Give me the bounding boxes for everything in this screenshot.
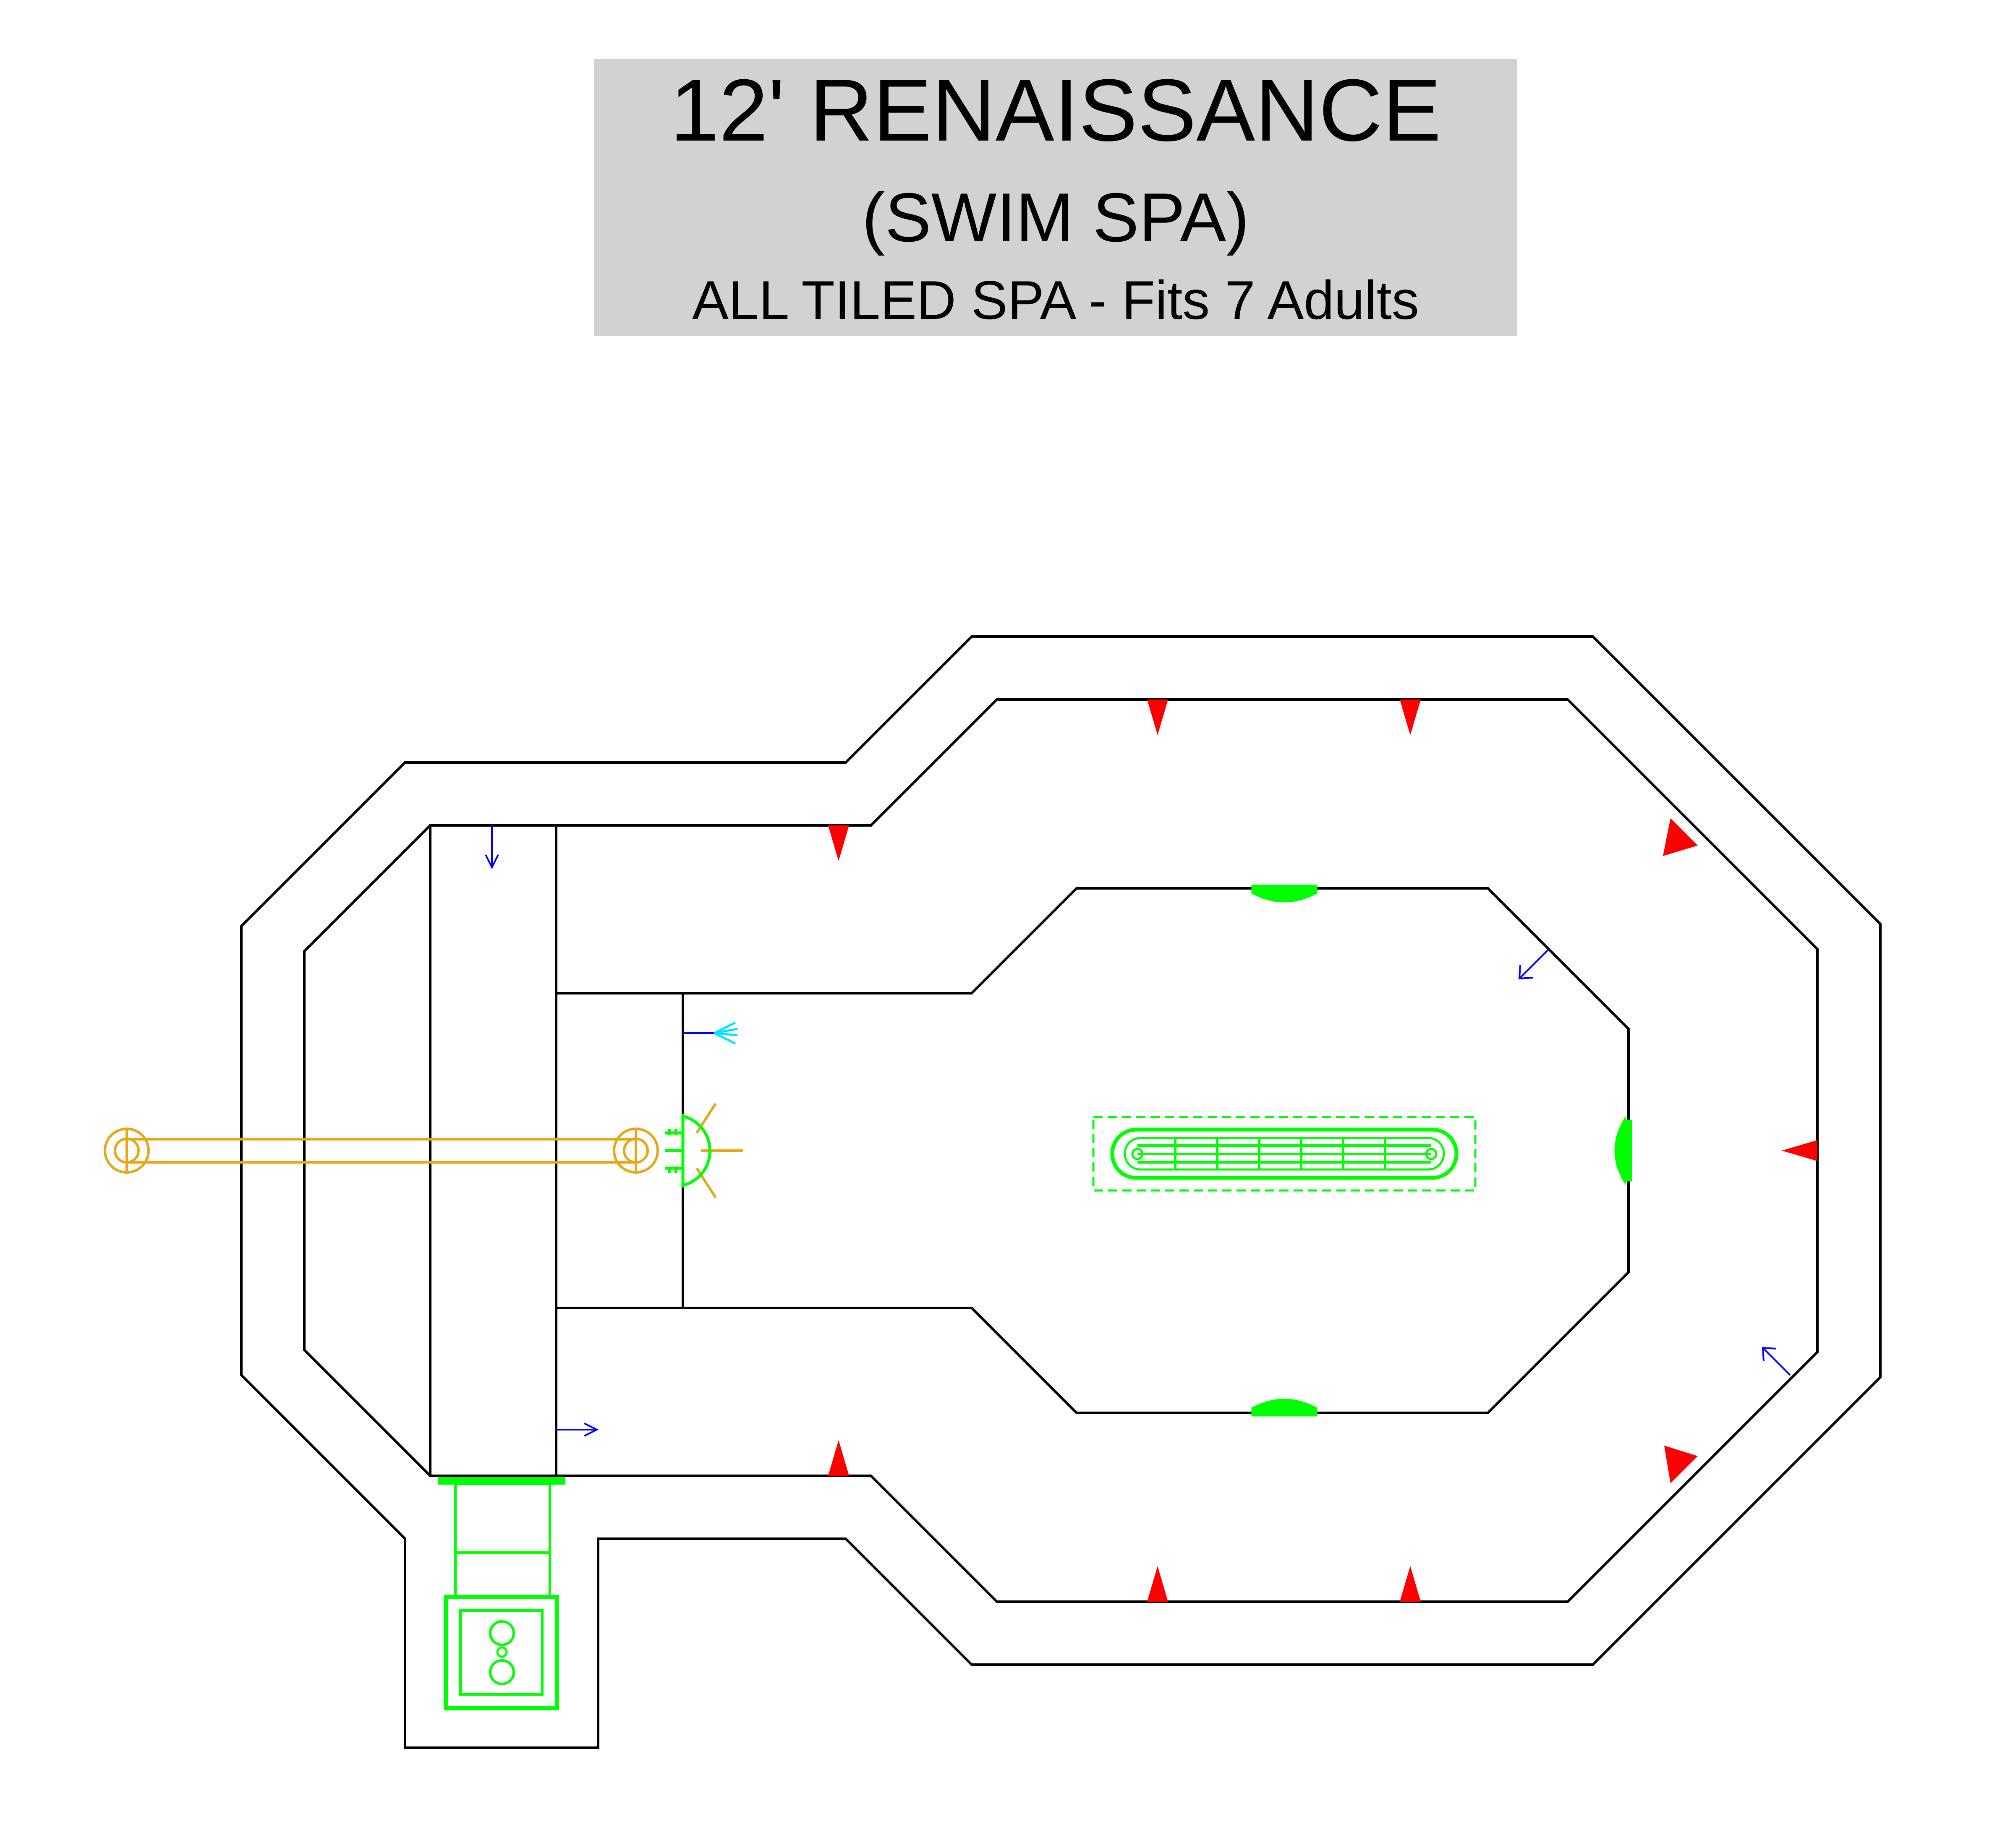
seating-bench: [429, 824, 557, 1477]
drain-icon: [1092, 1116, 1477, 1192]
jet-icon: [828, 1440, 849, 1476]
jet-icon: [1147, 700, 1168, 735]
title-block: 12' RENAISSANCE (SWIM SPA) ALL TILED SPA…: [594, 59, 1517, 336]
central-platform-outline: [555, 887, 1630, 1414]
skimmer-icon: [438, 1477, 565, 1710]
wall-fitting-icon: [1252, 891, 1317, 903]
jet-icon: [1400, 700, 1421, 735]
spa-inner-wall-outline: [303, 698, 1819, 1603]
light-icon: [665, 1114, 712, 1188]
jet-icon: [1147, 1566, 1168, 1602]
jet-icon: [828, 825, 849, 861]
title-box: [594, 59, 1517, 336]
flow-arrow-icon: [1762, 1347, 1791, 1376]
flow-arrow-icon: [556, 1423, 599, 1437]
wall-fitting-icon: [1251, 885, 1318, 894]
title-line-1: 12' RENAISSANCE: [670, 61, 1441, 159]
wall-fittings: [1251, 885, 1632, 1417]
flow-arrows: [485, 825, 1791, 1437]
wall-fitting-icon: [1251, 1407, 1318, 1417]
jet-icon: [1400, 1566, 1421, 1602]
flow-arrow-icon: [1518, 948, 1550, 980]
wall-fitting-icon: [1614, 1115, 1626, 1186]
outer-deck-outline: [240, 635, 1882, 1749]
jet-icon: [1664, 1446, 1698, 1483]
jet-icon: [1663, 818, 1698, 856]
flow-arrow-icon: [485, 825, 499, 869]
fountain-icon: [714, 1021, 738, 1045]
wall-fitting-icon: [1623, 1120, 1632, 1182]
jets: [828, 700, 1817, 1602]
title-line-3: ALL TILED SPA - Fits 7 Adults: [692, 269, 1419, 331]
jet-icon: [1782, 1140, 1817, 1161]
wall-fitting-icon: [1252, 1399, 1317, 1410]
handrail-icon: [104, 1103, 743, 1198]
title-line-2: (SWIM SPA): [862, 179, 1250, 256]
